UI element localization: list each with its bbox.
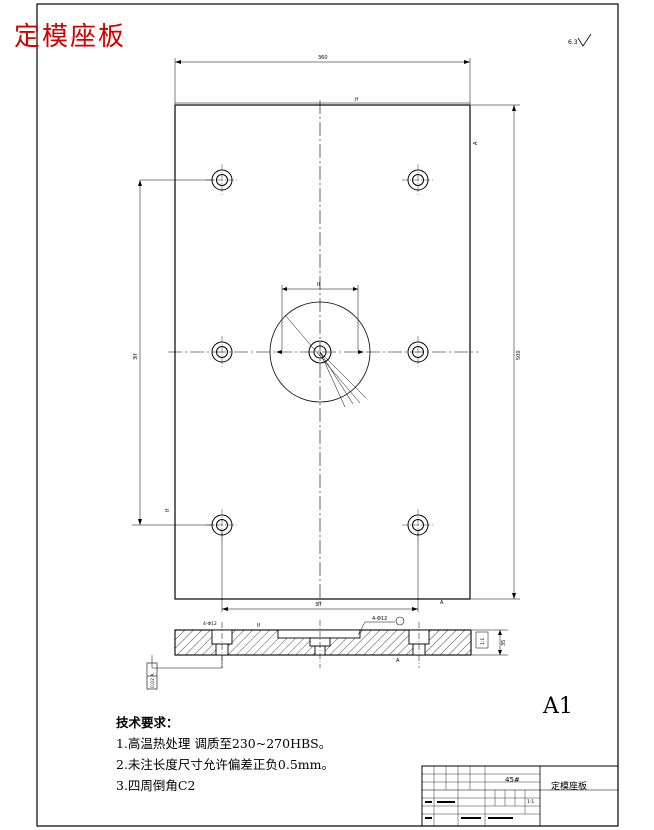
sheet-size-label: A1 bbox=[543, 694, 573, 719]
dim-thickness: 35 bbox=[501, 640, 507, 646]
mounting-hole bbox=[402, 164, 434, 196]
technical-note-item: 2.未注长度尺寸允许偏差正负0.5mm。 bbox=[116, 757, 335, 772]
plan-view: 360 lf 500 A 3lf lf 3lf A bbox=[132, 55, 522, 612]
section-view: 35 1:1 4-Φ12 lf 4-Φ12 A 0.02 A bbox=[146, 616, 508, 690]
technical-notes: 技术要求： 1.高温热处理 调质至230~270HBS。 2.未注长度尺寸允许偏… bbox=[116, 712, 334, 796]
dim-hole-span-vertical: 3lf bbox=[133, 353, 139, 360]
mounting-hole bbox=[206, 164, 238, 196]
mounting-hole bbox=[211, 336, 233, 368]
technical-note-item: 3.四周倒角C2 bbox=[116, 778, 196, 793]
title-block-part-name: 定模座板 bbox=[551, 780, 587, 792]
dim-center-bore: lf bbox=[317, 282, 320, 288]
dim-hole-span-bottom: 3lf bbox=[315, 602, 322, 608]
datum-label-bottom: A bbox=[440, 600, 444, 606]
tolerance-frame: 0.02 A bbox=[150, 673, 156, 688]
sheet-border bbox=[36, 3, 619, 827]
center-bore: lf bbox=[269, 282, 371, 408]
dim-hole-span-top: lf bbox=[355, 97, 358, 103]
dim-overall-width: 360 bbox=[318, 55, 328, 61]
technical-notes-title: 技术要求： bbox=[116, 715, 179, 730]
surface-finish-value: 6.3 bbox=[568, 39, 578, 46]
mounting-hole bbox=[206, 509, 238, 541]
technical-note-item: 1.高温热处理 调质至230~270HBS。 bbox=[116, 736, 332, 751]
title-block-scale: 1:1 bbox=[527, 799, 534, 805]
section-scale-label: 1:1 bbox=[480, 638, 486, 645]
section-datum-label: A bbox=[396, 658, 400, 664]
datum-label-top: A bbox=[473, 141, 479, 145]
section-hole-note: 4-Φ12 bbox=[203, 621, 217, 627]
dim-overall-height: 500 bbox=[516, 350, 522, 360]
dim-small-left: lf bbox=[165, 509, 171, 512]
section-surface-mark: lf bbox=[257, 623, 260, 629]
mounting-hole bbox=[402, 509, 434, 541]
drawing-title: 定模座板 bbox=[14, 22, 127, 52]
hole-callout: 4-Φ12 bbox=[372, 616, 387, 622]
surface-finish-symbol: 6.3 bbox=[568, 33, 592, 47]
mounting-hole bbox=[407, 336, 429, 368]
title-block-material: 45# bbox=[505, 776, 520, 784]
title-block: 45# 定模座板 1:1 bbox=[421, 765, 619, 827]
